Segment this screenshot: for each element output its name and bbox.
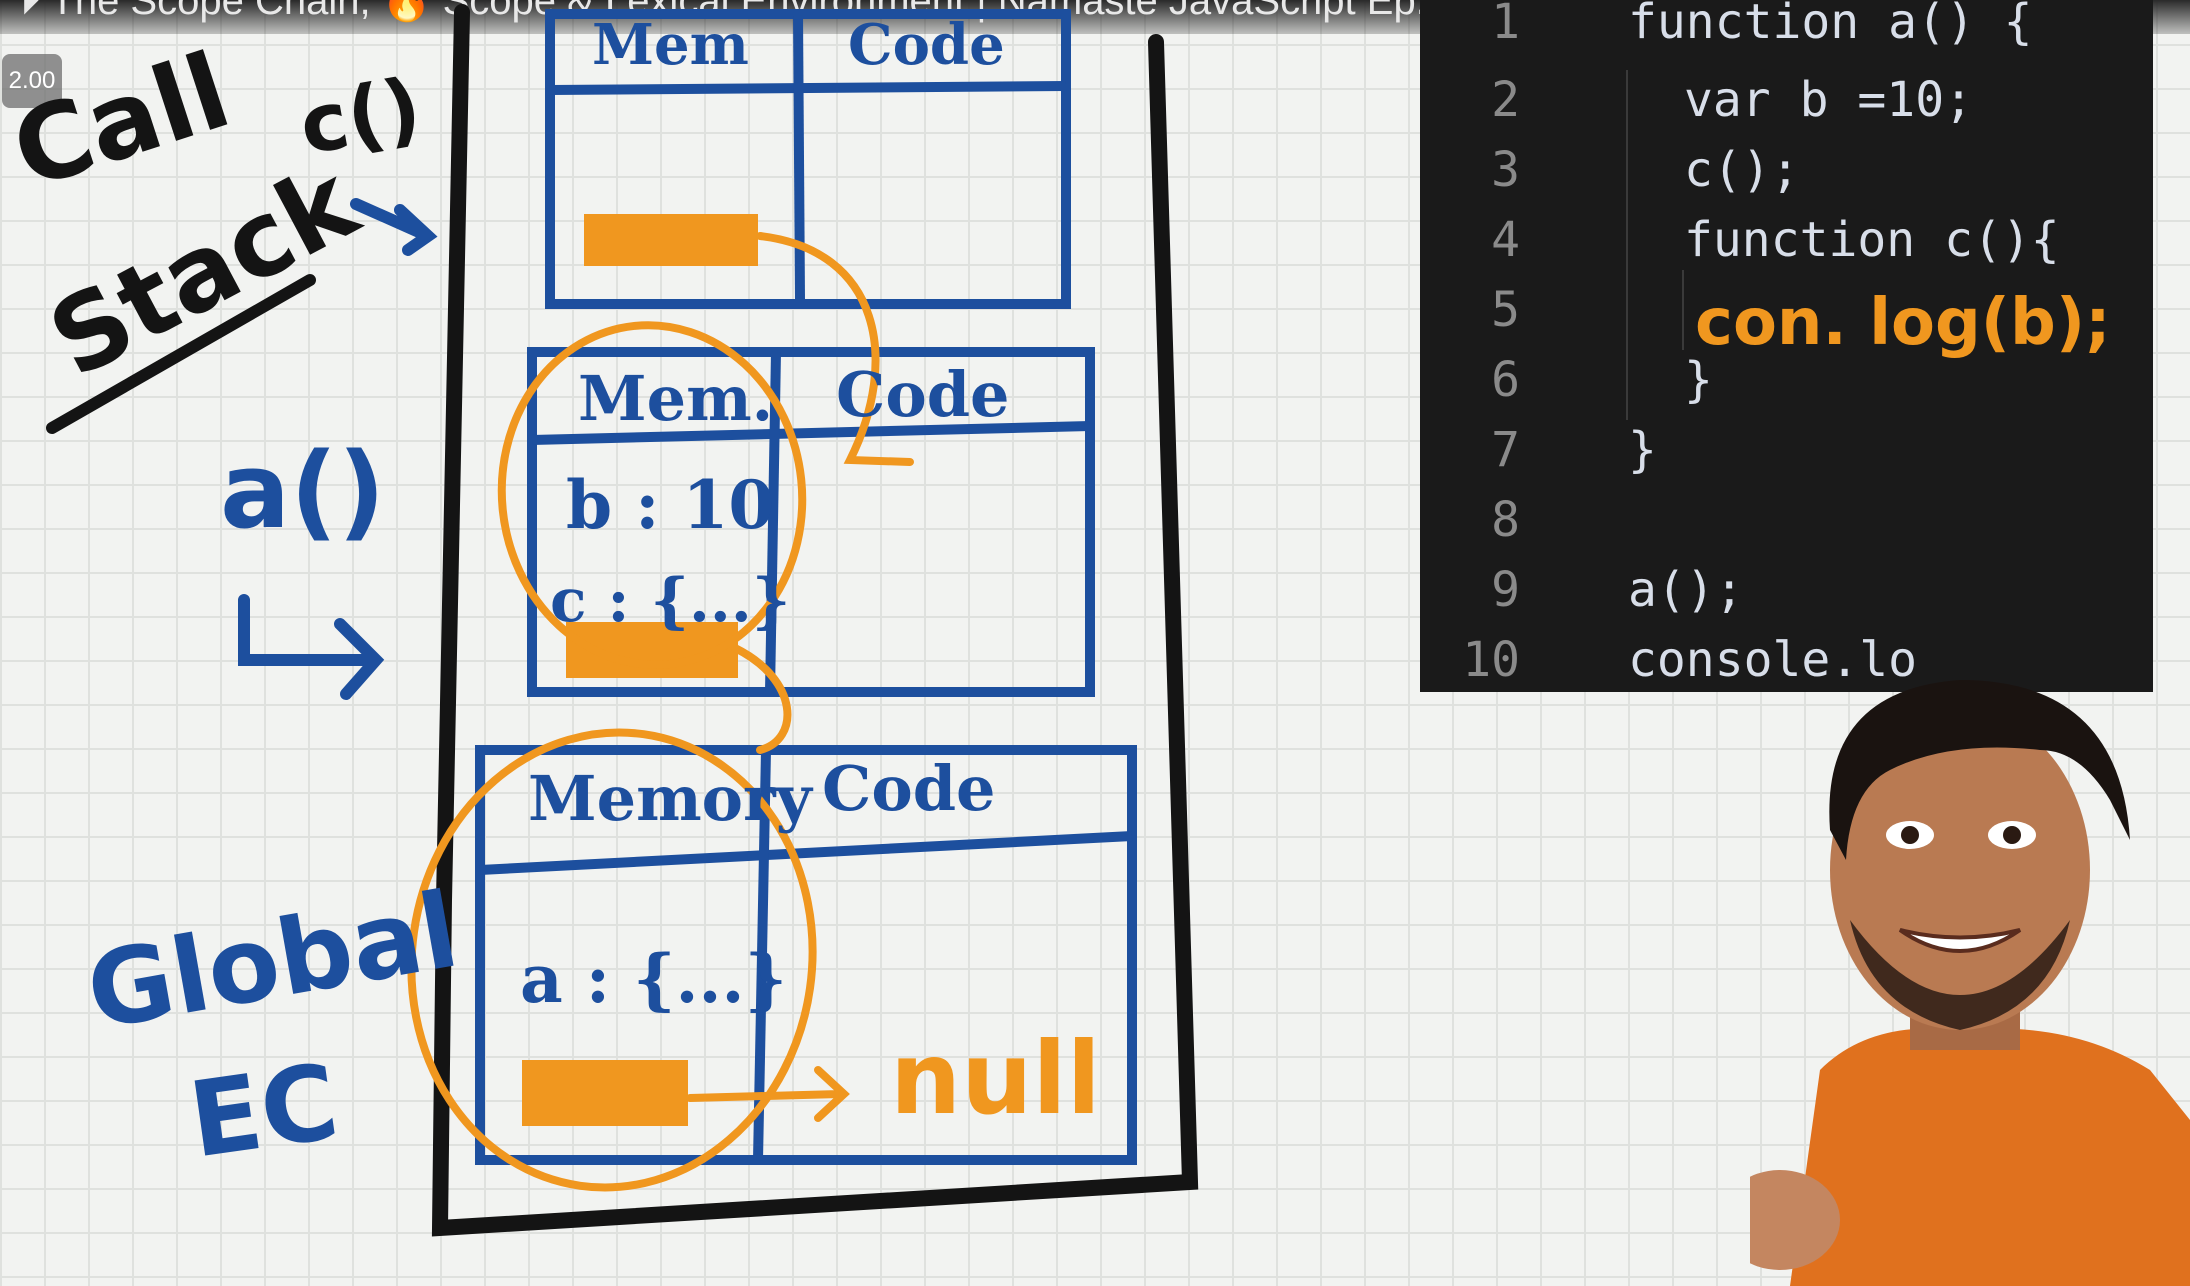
code-text: } — [1684, 352, 1713, 408]
code-line: 5 — [1420, 282, 2153, 352]
presenter-image — [1750, 680, 2190, 1286]
code-line: 9 a(); — [1420, 562, 2153, 632]
scope-arrow-c-to-a — [756, 232, 914, 466]
call-stack-underline — [46, 274, 316, 434]
presenter-hand — [1750, 1170, 1840, 1270]
indent-guide — [1626, 70, 1628, 420]
code-line: 1 function a() { — [1420, 0, 2153, 64]
line-number: 8 — [1491, 492, 1520, 548]
frame-a-memory-item: b : 10 — [566, 466, 775, 544]
frame-c — [545, 9, 1071, 309]
code-editor-panel: 1 function a() { 2 var b =10; 3 c(); 4 f… — [1420, 0, 2153, 692]
line-number: 2 — [1491, 72, 1520, 128]
presenter-hair — [1829, 680, 2130, 860]
frame-a-memory-item: c : {...} — [550, 566, 791, 636]
frame-a-code-header: Code — [836, 358, 1010, 431]
code-handwritten-annotation: con. log(b); — [1695, 286, 2111, 360]
frame-global-memory-header: Memory — [528, 762, 812, 835]
line-number: 10 — [1462, 632, 1520, 688]
code-text: } — [1628, 422, 1657, 478]
playback-speed-value: 2.00 — [8, 67, 56, 94]
line-number: 4 — [1491, 212, 1520, 268]
code-line: 8 — [1420, 492, 2153, 562]
arrow-a-icon — [238, 594, 385, 700]
line-number: 6 — [1491, 352, 1520, 408]
ec-label: EC — [182, 1040, 346, 1182]
scope-arrow-a-to-global — [731, 644, 792, 754]
code-line: 2 var b =10; — [1420, 72, 2153, 142]
playback-speed-badge[interactable]: 2.00 — [2, 54, 62, 108]
caller-a-label: a() — [220, 430, 386, 552]
line-number: 5 — [1491, 282, 1520, 338]
playlist-icon[interactable]: ⏵ — [20, 0, 51, 23]
frame-a-memory-circle — [497, 321, 807, 669]
line-number: 3 — [1491, 142, 1520, 198]
frame-global — [475, 745, 1137, 1165]
indent-guide — [1682, 270, 1684, 350]
code-line: 3 c(); — [1420, 142, 2153, 212]
code-text: console.lo — [1628, 632, 1917, 688]
frame-a-memory-header: Mem. — [578, 362, 774, 435]
code-line: 7 } — [1420, 422, 2153, 492]
code-text: var b =10; — [1684, 72, 1973, 128]
code-text: function c(){ — [1684, 212, 2060, 268]
code-text: c(); — [1684, 142, 1800, 198]
code-line: 6 } — [1420, 352, 2153, 422]
arrow-c-icon — [350, 198, 438, 256]
presenter-mouth — [1898, 928, 2022, 953]
presenter-shirt — [1790, 1028, 2190, 1286]
null-label: null — [890, 1020, 1101, 1137]
frame-c-pointer — [584, 214, 758, 266]
code-text: function a() { — [1628, 0, 2033, 50]
call-stack-container — [431, 4, 1199, 1237]
scope-arrow-global-to-null — [686, 1066, 850, 1122]
frame-global-memory-item: a : {...} — [520, 940, 787, 1018]
frame-c-memory-header: Mem — [592, 12, 749, 78]
frame-global-memory-circle — [407, 728, 817, 1192]
code-line: 4 function c(){ — [1420, 212, 2153, 282]
code-text: a(); — [1628, 562, 1744, 618]
line-number: 1 — [1491, 0, 1520, 50]
presenter-face — [1830, 710, 2090, 1030]
line-number: 9 — [1491, 562, 1520, 618]
line-number: 7 — [1491, 422, 1520, 478]
frame-global-pointer — [522, 1060, 688, 1126]
frame-a — [527, 347, 1095, 697]
code-line: 10 console.lo — [1420, 632, 2153, 692]
presenter-beard — [1850, 920, 2070, 1030]
frame-global-code-header: Code — [822, 752, 996, 825]
frame-c-code-header: Code — [848, 12, 1005, 78]
